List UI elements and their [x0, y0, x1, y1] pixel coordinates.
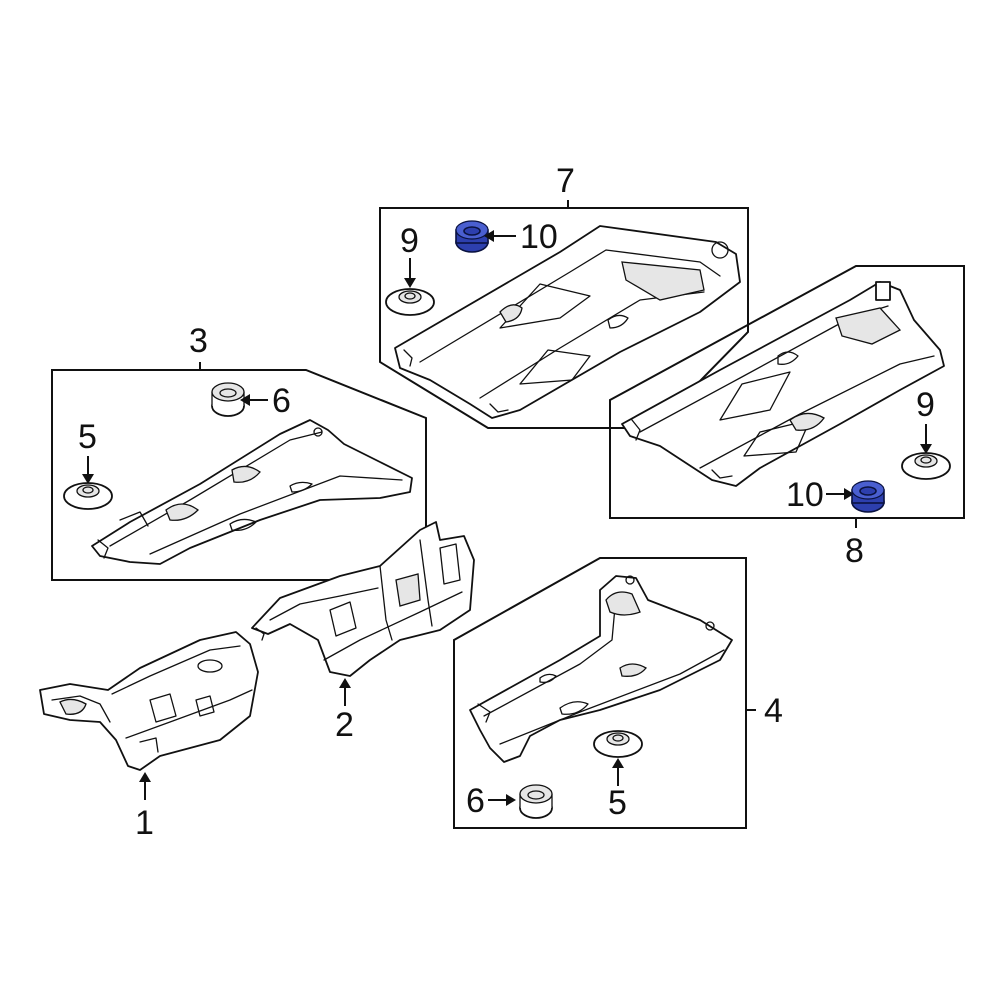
callout-7: 7 [556, 162, 575, 200]
nut-6-left [211, 382, 245, 417]
callout-8: 8 [845, 532, 864, 570]
group-8-frame [609, 265, 965, 519]
group-4-shield-assembly: 4 5 6 [453, 557, 783, 829]
nut-6-bottom [519, 784, 553, 819]
nut-10-top-highlighted [455, 220, 489, 253]
callout-5-left: 5 [78, 418, 97, 456]
group-8-shield-assembly: 8 9 10 [609, 265, 965, 570]
group-4-frame [453, 557, 747, 829]
clip-5-bottom [593, 730, 643, 758]
clip-9-top [385, 288, 435, 316]
right-underbody-shield [469, 575, 733, 763]
callout-10-right: 10 [786, 476, 824, 514]
callout-6-bottom: 6 [466, 782, 485, 820]
clip-5-left [63, 482, 113, 510]
group-3-frame [51, 369, 427, 581]
callout-6-left: 6 [272, 382, 291, 420]
callout-9-right: 9 [916, 386, 935, 424]
callout-1: 1 [135, 804, 154, 842]
nut-10-right-highlighted [851, 480, 885, 513]
callout-3: 3 [189, 322, 208, 360]
callout-10-top: 10 [520, 218, 558, 256]
group-3-shield-assembly: 3 5 6 [51, 322, 427, 581]
callout-4: 4 [764, 692, 783, 730]
part-1-front-heat-shield: 1 [39, 631, 259, 842]
part-2-tunnel-heat-shield: 2 [251, 521, 475, 744]
clip-9-right [901, 452, 951, 480]
group-7-shield-assembly: 7 9 10 [379, 162, 749, 429]
callout-2: 2 [335, 706, 354, 744]
left-underbody-shield [91, 419, 413, 565]
callout-9-top: 9 [400, 222, 419, 260]
callout-5-bottom: 5 [608, 784, 627, 822]
